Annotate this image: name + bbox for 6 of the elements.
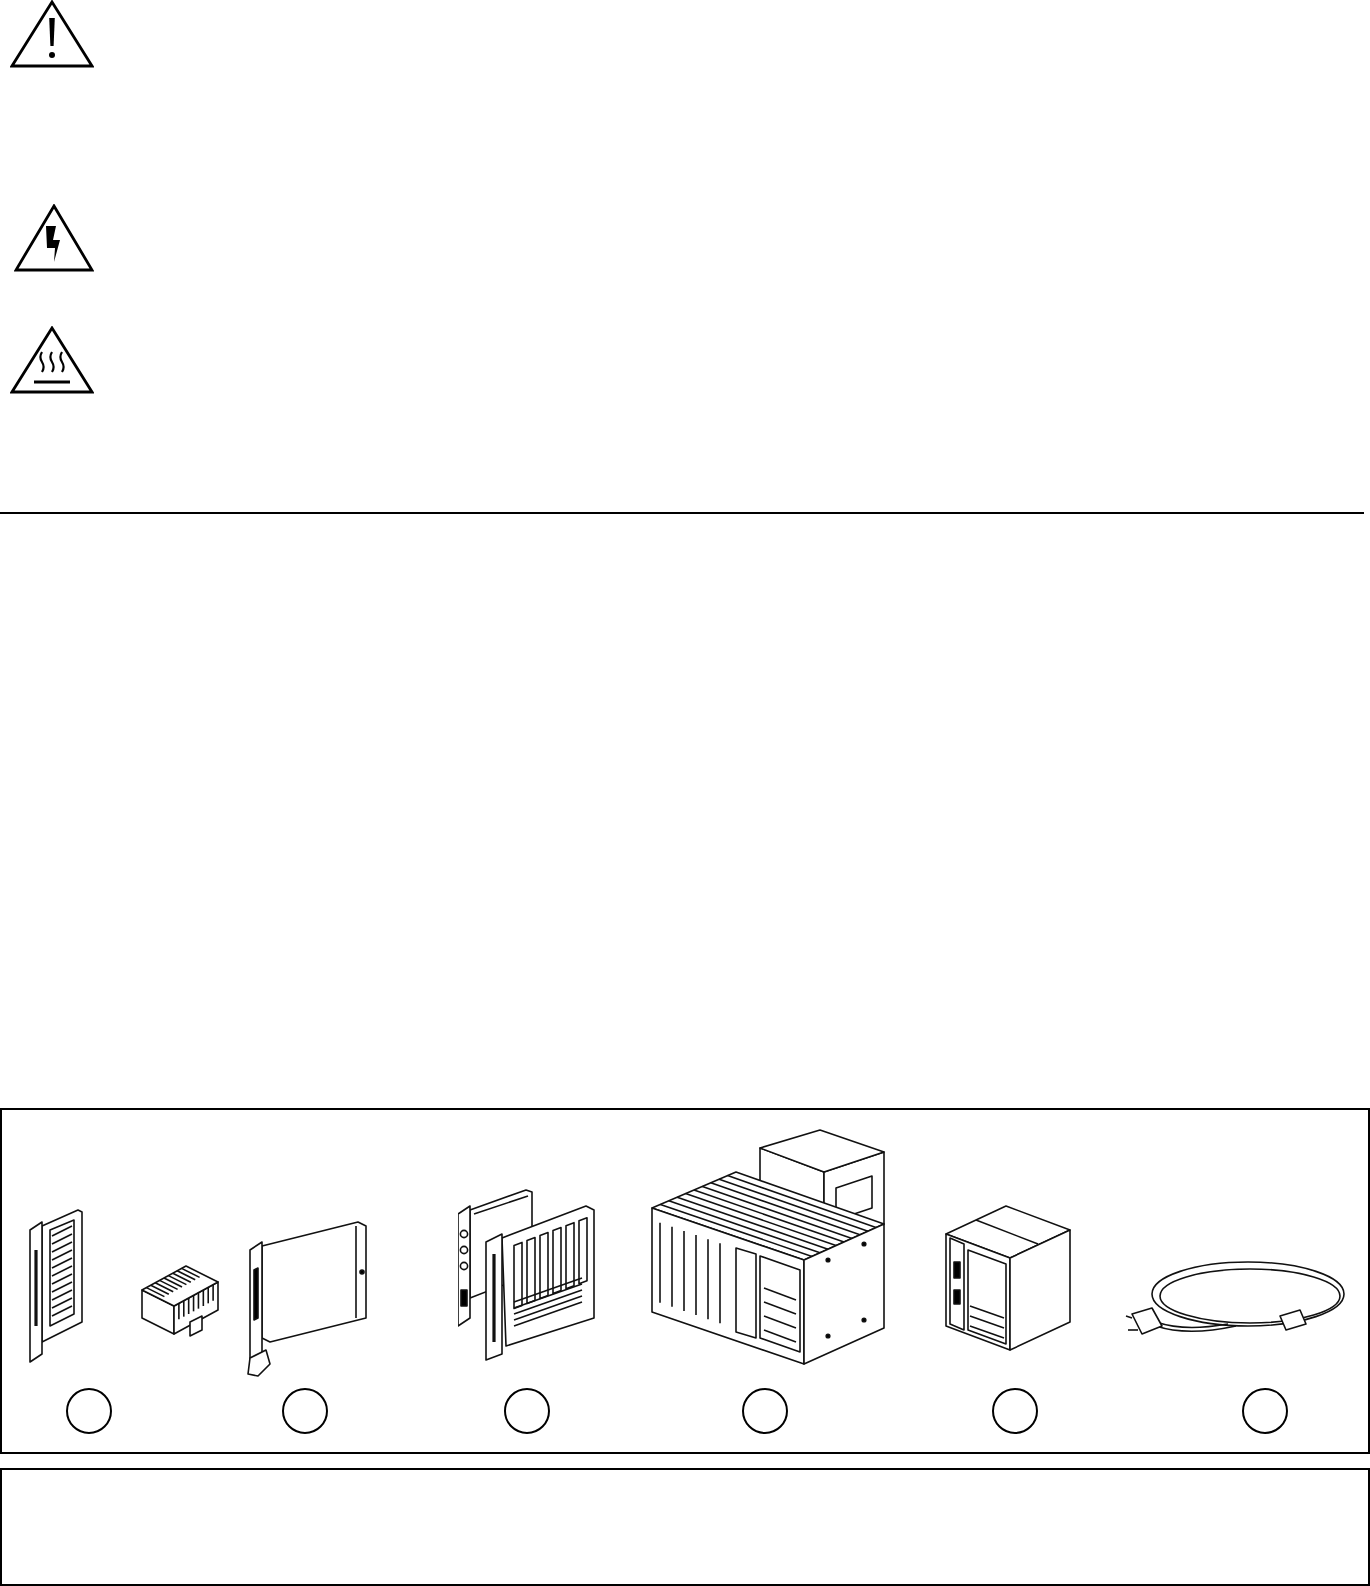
- two-modules-drawing: [458, 1186, 598, 1362]
- plug-in-card-drawing: [246, 1218, 370, 1378]
- chassis-drawing: [648, 1128, 888, 1368]
- figure-frame: [0, 1108, 1370, 1454]
- empty-frame: [0, 1468, 1370, 1586]
- enclosure-drawing: [942, 1202, 1074, 1354]
